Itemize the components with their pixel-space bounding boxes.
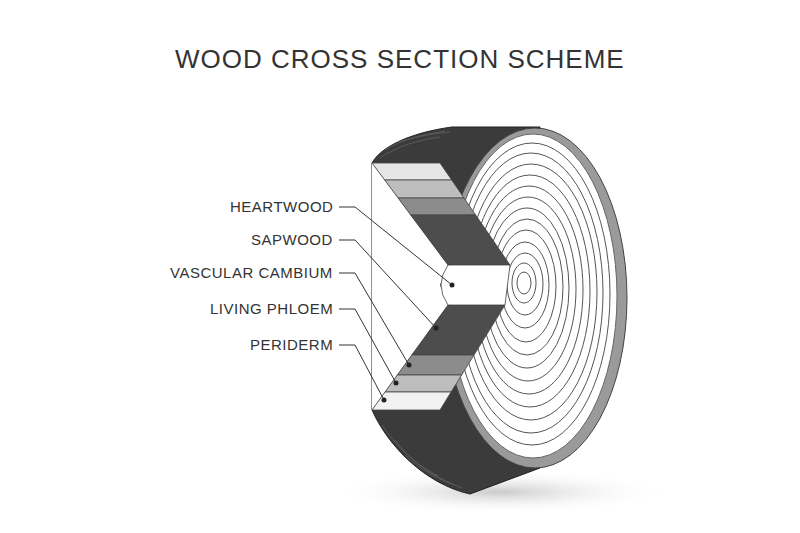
- leader-dots: [382, 283, 455, 403]
- diagram-title: WOOD CROSS SECTION SCHEME: [175, 44, 625, 75]
- part-label: LIVING PHLOEM: [210, 300, 333, 318]
- part-label: VASCULAR CAMBIUM: [170, 264, 333, 282]
- part-label: PERIDERM: [250, 336, 333, 354]
- cut-layers: [372, 163, 510, 410]
- leader-lines: [339, 207, 452, 400]
- part-label: SAPWOOD: [251, 231, 333, 249]
- part-label: HEARTWOOD: [230, 198, 333, 216]
